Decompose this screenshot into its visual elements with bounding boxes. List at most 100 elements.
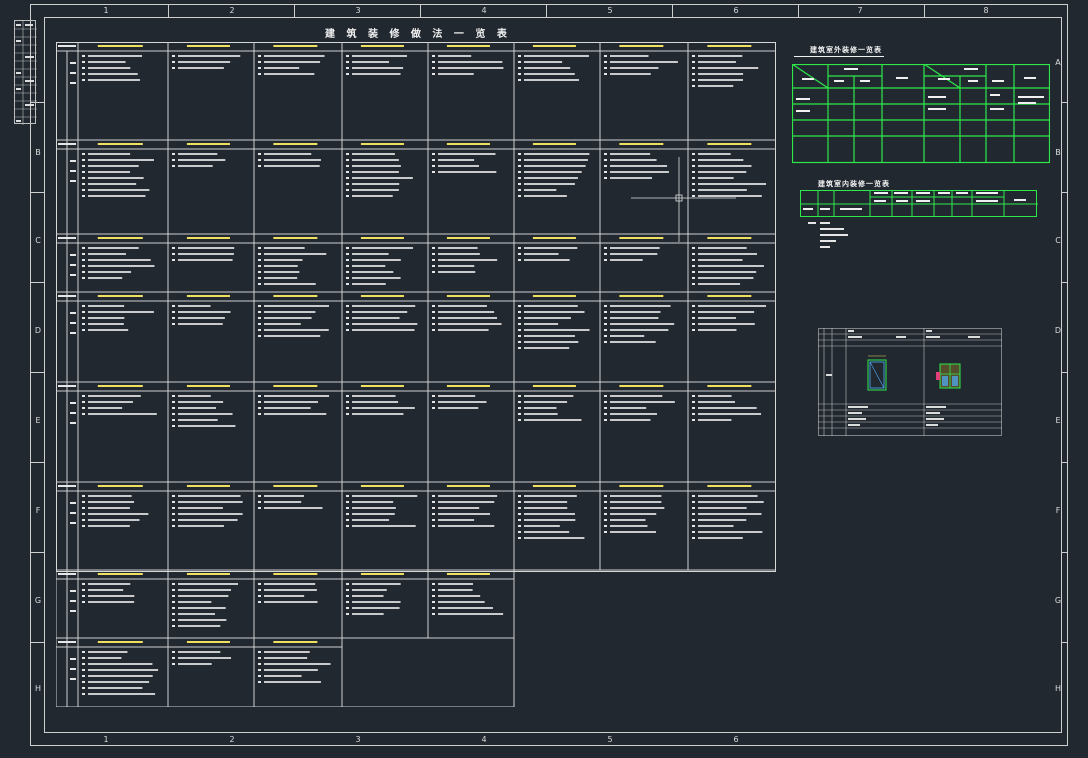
text-line bbox=[88, 675, 153, 677]
text-line bbox=[273, 641, 318, 643]
text-line bbox=[692, 265, 695, 267]
text-line bbox=[438, 271, 476, 273]
frame-tick bbox=[30, 552, 44, 553]
text-line bbox=[432, 265, 435, 267]
text-line bbox=[88, 401, 133, 403]
text-line bbox=[82, 583, 85, 585]
text-line bbox=[432, 507, 435, 509]
text-line bbox=[352, 165, 401, 167]
frame-tick bbox=[420, 4, 421, 17]
text-line bbox=[178, 61, 231, 63]
text-line bbox=[352, 73, 401, 75]
text-line bbox=[346, 259, 349, 261]
text-line bbox=[264, 595, 305, 597]
text-line bbox=[70, 502, 76, 504]
text-line bbox=[610, 305, 671, 307]
text-line bbox=[432, 259, 435, 261]
column-number: 5 bbox=[607, 6, 613, 15]
text-line bbox=[604, 247, 607, 249]
text-line bbox=[438, 519, 475, 521]
text-line bbox=[446, 385, 490, 387]
text-line bbox=[346, 55, 349, 57]
text-line bbox=[178, 401, 224, 403]
text-line bbox=[70, 312, 76, 314]
text-line bbox=[604, 401, 607, 403]
text-line bbox=[432, 613, 435, 615]
text-line bbox=[524, 501, 568, 503]
text-line bbox=[518, 247, 521, 249]
text-line bbox=[438, 595, 481, 597]
text-line bbox=[82, 159, 85, 161]
text-line bbox=[432, 153, 435, 155]
text-line bbox=[264, 335, 321, 337]
text-line bbox=[524, 189, 557, 191]
row-letter: H bbox=[34, 684, 41, 693]
text-line bbox=[524, 177, 578, 179]
text-line bbox=[438, 159, 475, 161]
column-number: 7 bbox=[857, 6, 863, 15]
text-line bbox=[524, 55, 589, 57]
text-line bbox=[264, 663, 331, 665]
text-line bbox=[264, 507, 323, 509]
text-line bbox=[692, 61, 695, 63]
text-line bbox=[432, 253, 435, 255]
text-line bbox=[610, 495, 662, 497]
text-line bbox=[264, 323, 301, 325]
column-number: 5 bbox=[607, 735, 613, 744]
text-line bbox=[258, 601, 261, 603]
text-line bbox=[692, 165, 695, 167]
text-line bbox=[698, 495, 758, 497]
text-line bbox=[610, 55, 649, 57]
text-line bbox=[604, 165, 607, 167]
exterior-schedule-title: 建筑室外装修一览表 bbox=[810, 46, 882, 54]
text-line bbox=[692, 79, 695, 81]
text-line bbox=[610, 513, 657, 515]
frame-tick bbox=[294, 4, 295, 17]
text-line bbox=[604, 323, 607, 325]
text-line bbox=[698, 531, 763, 533]
text-line bbox=[82, 79, 85, 81]
text-line bbox=[82, 265, 85, 267]
text-line bbox=[432, 525, 435, 527]
text-line bbox=[692, 495, 695, 497]
text-line bbox=[438, 247, 478, 249]
text-line bbox=[88, 73, 138, 75]
text-line bbox=[518, 171, 521, 173]
text-line bbox=[438, 501, 495, 503]
text-line bbox=[82, 525, 85, 527]
text-line bbox=[518, 159, 521, 161]
text-line bbox=[698, 247, 747, 249]
text-line bbox=[524, 507, 568, 509]
text-line bbox=[186, 237, 230, 239]
text-line bbox=[88, 55, 143, 57]
text-line bbox=[97, 237, 143, 239]
text-line bbox=[432, 73, 435, 75]
text-line bbox=[258, 283, 261, 285]
text-line bbox=[88, 165, 139, 167]
text-line bbox=[82, 189, 85, 191]
frame-tick bbox=[30, 192, 44, 193]
text-line bbox=[88, 311, 154, 313]
text-line bbox=[432, 495, 435, 497]
text-line bbox=[707, 385, 752, 387]
text-line bbox=[82, 507, 85, 509]
row-letter: D bbox=[34, 326, 42, 335]
text-line bbox=[438, 525, 495, 527]
text-line bbox=[352, 259, 401, 261]
column-number: 1 bbox=[103, 6, 109, 15]
text-line bbox=[172, 323, 175, 325]
text-line bbox=[346, 583, 349, 585]
text-line bbox=[524, 311, 585, 313]
text-line bbox=[524, 407, 557, 409]
text-line bbox=[178, 419, 218, 421]
frame-tick bbox=[1062, 642, 1068, 643]
text-line bbox=[698, 253, 757, 255]
text-line bbox=[692, 525, 695, 527]
text-line bbox=[698, 159, 744, 161]
text-line bbox=[258, 253, 261, 255]
text-line bbox=[438, 305, 487, 307]
text-line bbox=[698, 61, 736, 63]
text-line bbox=[178, 259, 233, 261]
text-line bbox=[70, 610, 76, 612]
text-line bbox=[346, 613, 349, 615]
